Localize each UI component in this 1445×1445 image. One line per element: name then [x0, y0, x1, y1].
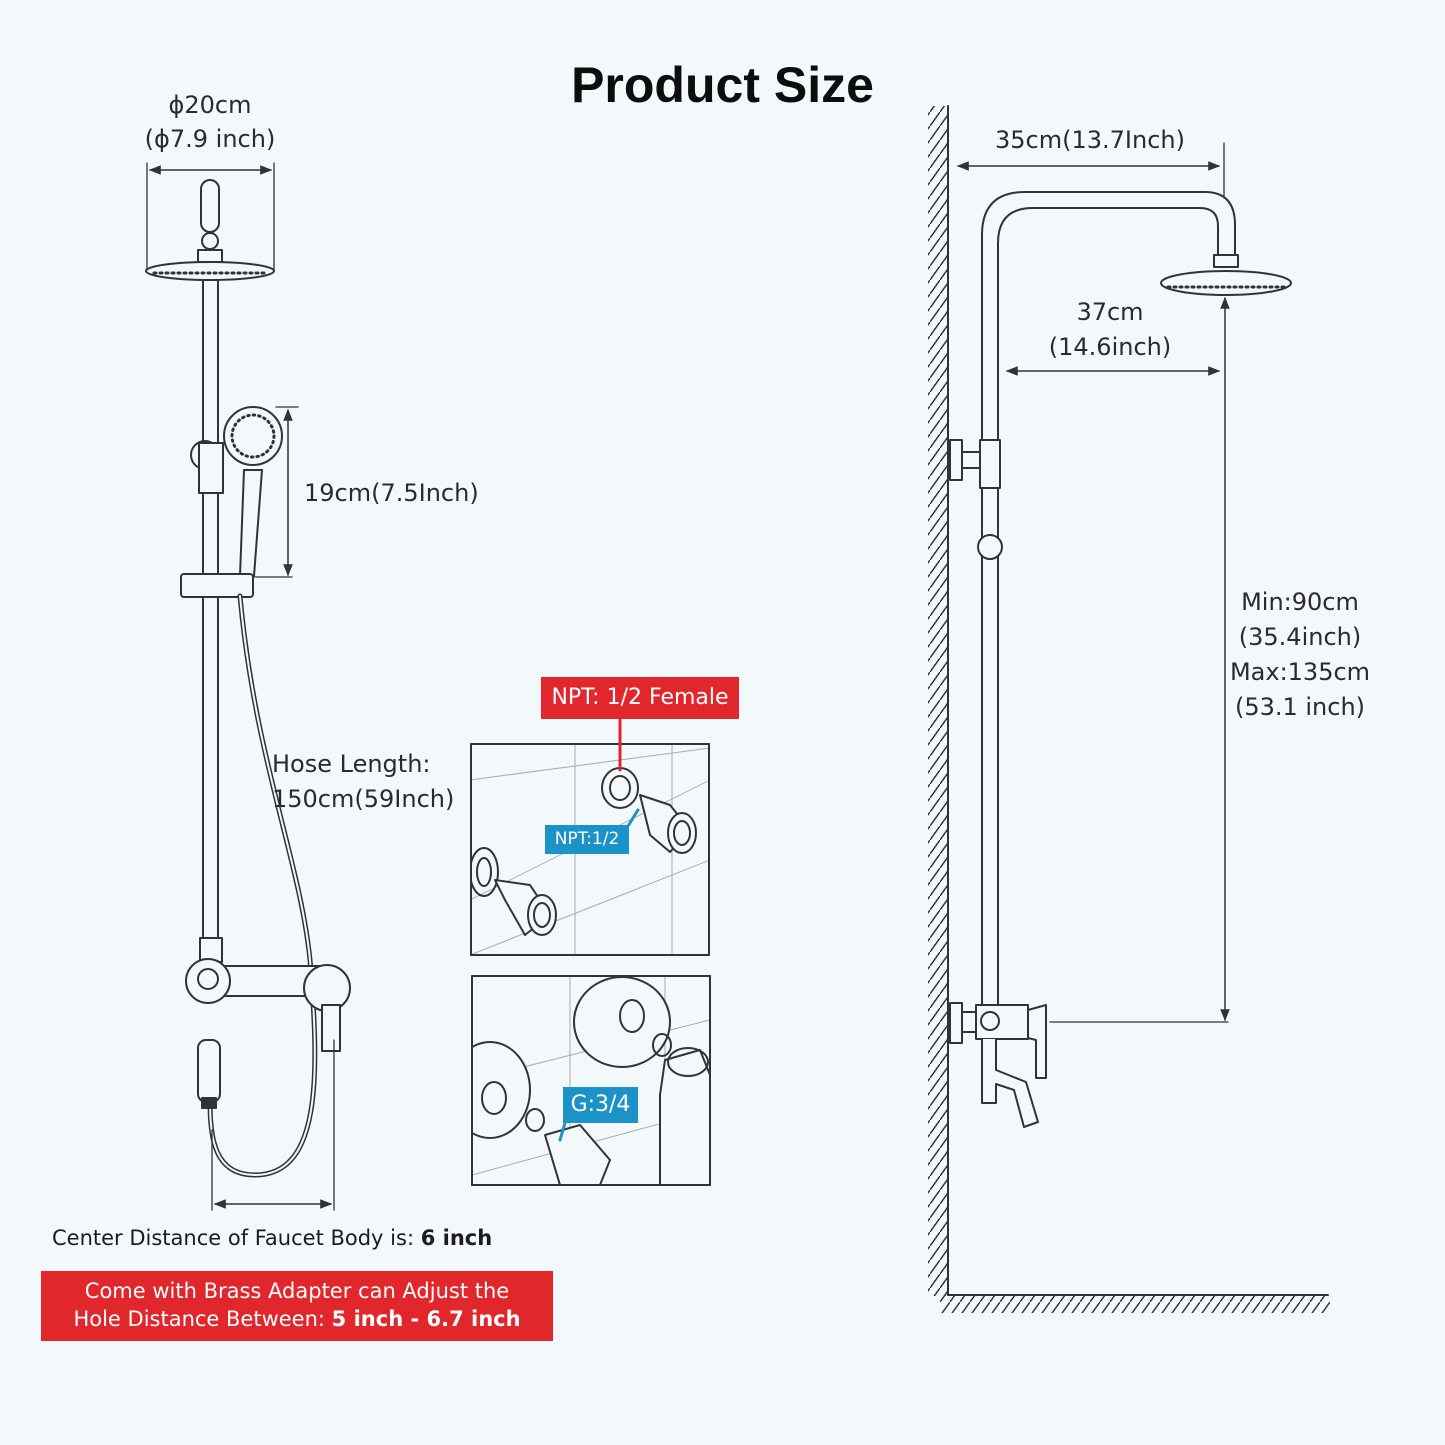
right-side-drawing — [928, 105, 1330, 1313]
height-max-label: Max:135cm — [1229, 658, 1371, 686]
g34-tag-bg — [563, 1087, 638, 1123]
left-shower-drawing — [145, 162, 351, 1211]
npt-half-tag-bg — [545, 825, 629, 854]
head-diameter-in: (ϕ7.9 inch) — [144, 125, 276, 153]
adapter-note: Come with Brass Adapter can Adjust the H… — [41, 1271, 553, 1341]
height-max-inch: (53.1 inch) — [1234, 693, 1366, 721]
page-title: Product Size — [571, 57, 874, 113]
hose-length-label: Hose Length: — [272, 750, 431, 778]
head-offset-in: (14.6inch) — [1048, 333, 1172, 361]
handheld-length-label: 19cm(7.5Inch) — [304, 479, 479, 507]
head-diameter-cm: ϕ20cm — [168, 91, 252, 119]
adapter-note-bg — [41, 1271, 553, 1341]
fitting-inset-bottom — [471, 975, 711, 1186]
adapter-note-line1: Come with Brass Adapter can Adjust the — [84, 1279, 510, 1303]
g34-tag: G:3/4 — [570, 1092, 631, 1117]
height-min-inch: (35.4inch) — [1238, 623, 1362, 651]
head-offset-cm: 37cm — [1076, 298, 1144, 326]
height-min-label: Min:90cm — [1241, 588, 1359, 616]
npt-half-tag: NPT:1/2 — [554, 829, 620, 849]
arm-reach-label: 35cm(13.7Inch) — [995, 126, 1185, 154]
adapter-note-line2: Hole Distance Between: 5 inch - 6.7 inch — [73, 1307, 521, 1331]
npt-female-tag: NPT: 1/2 Female — [551, 685, 729, 710]
center-distance-note: Center Distance of Faucet Body is: 6 inc… — [52, 1226, 493, 1250]
hose-length-value: 150cm(59Inch) — [272, 785, 455, 813]
npt-female-tag-bg — [541, 677, 739, 719]
